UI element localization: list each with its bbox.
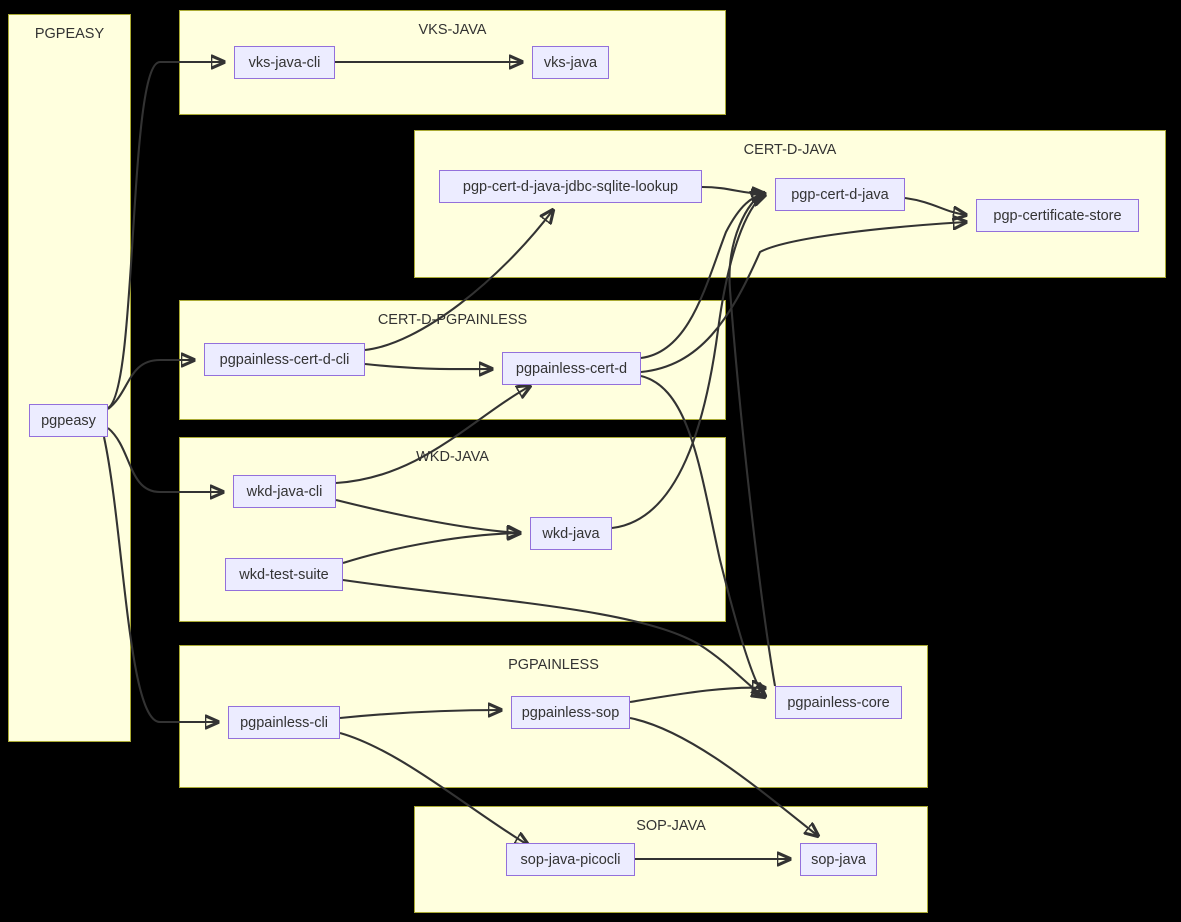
node-wkd-test-suite[interactable]: wkd-test-suite	[225, 558, 343, 591]
node-pgp-cert-d-java[interactable]: pgp-cert-d-java	[775, 178, 905, 211]
node-pgpainless-cert-d-cli[interactable]: pgpainless-cert-d-cli	[204, 343, 365, 376]
node-wkd-java[interactable]: wkd-java	[530, 517, 612, 550]
node-pgpainless-cert-d[interactable]: pgpainless-cert-d	[502, 352, 641, 385]
node-vks-java[interactable]: vks-java	[532, 46, 609, 79]
node-vks-java-cli[interactable]: vks-java-cli	[234, 46, 335, 79]
cluster-wkd_java	[179, 437, 726, 622]
node-pgpainless-cli[interactable]: pgpainless-cli	[228, 706, 340, 739]
node-pgp-certificate-store[interactable]: pgp-certificate-store	[976, 199, 1139, 232]
node-pgpeasy[interactable]: pgpeasy	[29, 404, 108, 437]
cluster-pgpeasy	[8, 14, 131, 742]
node-wkd-java-cli[interactable]: wkd-java-cli	[233, 475, 336, 508]
node-sop-java-picocli[interactable]: sop-java-picocli	[506, 843, 635, 876]
node-sop-java[interactable]: sop-java	[800, 843, 877, 876]
node-pgpainless-core[interactable]: pgpainless-core	[775, 686, 902, 719]
node-pgpainless-sop[interactable]: pgpainless-sop	[511, 696, 630, 729]
node-pgp-cert-d-java-jdbc-sqlite-lookup[interactable]: pgp-cert-d-java-jdbc-sqlite-lookup	[439, 170, 702, 203]
